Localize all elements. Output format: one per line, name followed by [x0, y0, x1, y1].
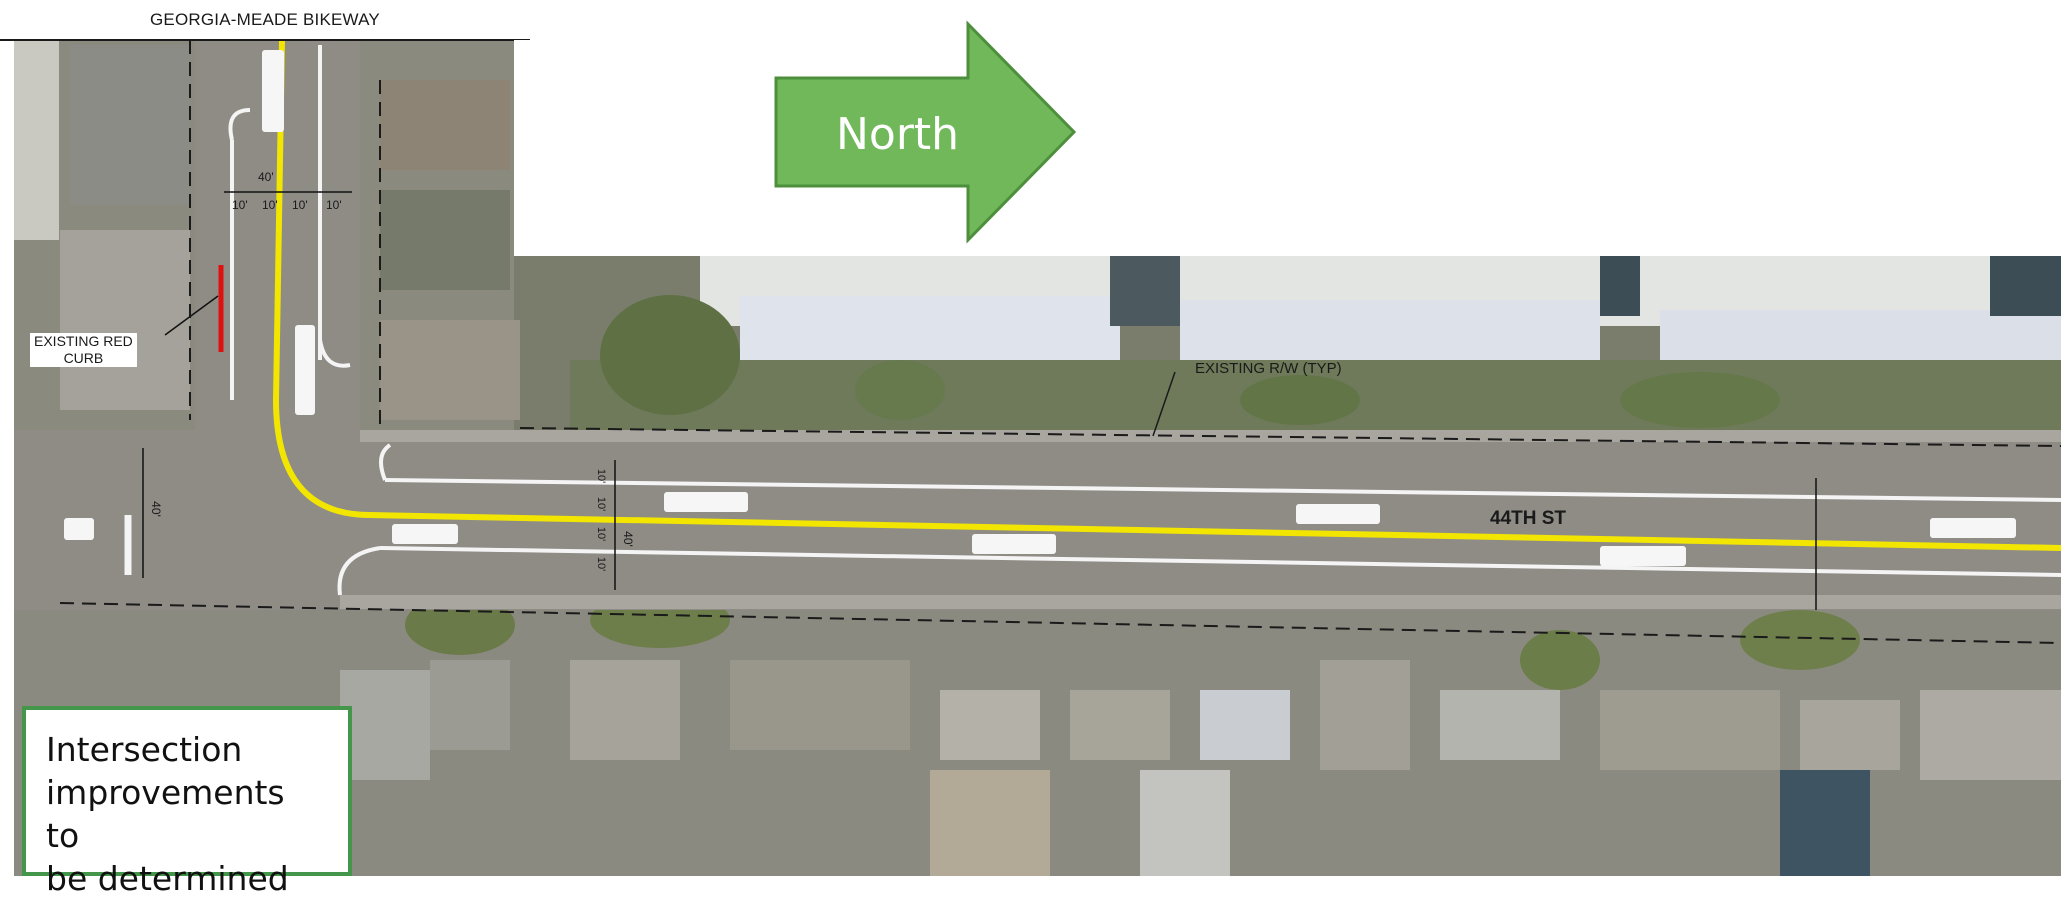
north-arrow-label: North [836, 109, 960, 160]
pavement-arrows [64, 50, 2016, 566]
building-dark-2 [1600, 256, 1640, 316]
building-w6 [380, 190, 510, 290]
tree-s4 [1740, 610, 1860, 670]
sidewalk-south [340, 595, 2061, 609]
building-w5 [380, 320, 520, 420]
house-1 [340, 670, 430, 780]
dim-street-lane-1: 10' [595, 468, 608, 484]
curve-se [337, 546, 381, 596]
tree-4 [1620, 372, 1780, 428]
row-label: EXISTING R/W (TYP) [1195, 360, 1342, 377]
note-box: Intersection improvements to be determin… [22, 706, 352, 898]
plan-view: GEORGIA-MEADE BIKEWAY EXISTING RED CURB … [0, 10, 2061, 898]
house-5 [940, 690, 1040, 760]
red-curb-leader [164, 295, 219, 336]
red-curb-label-line2: CURB [63, 350, 104, 366]
note-text: Intersection improvements to be determin… [46, 728, 328, 900]
north-arrow-icon [774, 20, 1077, 244]
aerial-plan-svg [0, 20, 2061, 876]
building-w2 [70, 45, 190, 205]
building-dark-3 [1990, 256, 2061, 316]
dim-cross-lane-4: 10' [326, 198, 342, 212]
centerline [272, 39, 2061, 551]
house-2 [430, 660, 510, 750]
tree-s3 [1520, 630, 1600, 690]
bikeway-label: GEORGIA-MEADE BIKEWAY [150, 10, 380, 29]
dim-cross-lane-1: 10' [232, 198, 248, 212]
curve-nw [228, 108, 251, 141]
dim-cross-lane-3: 10' [292, 198, 308, 212]
building-dark-1 [1110, 256, 1180, 326]
tree-1 [600, 295, 740, 415]
house-10 [1600, 690, 1780, 770]
edge-line-south [379, 546, 2061, 577]
house-12 [1920, 690, 2061, 780]
note-line-1: Intersection [46, 730, 243, 769]
curve-east [318, 339, 351, 368]
street-label: 44TH ST [1490, 508, 1567, 529]
building-w4 [380, 80, 510, 170]
plan-blank [514, 40, 2061, 254]
edge-line-north [384, 478, 2061, 502]
dim-street-lane-4: 10' [595, 556, 608, 572]
row-leader [1152, 371, 1176, 437]
note-line-2: improvements to [46, 773, 285, 855]
dim-west-total: 40' [148, 501, 163, 517]
dim-cross-lane-2: 10' [262, 198, 278, 212]
curve-ne [379, 443, 392, 481]
house-13 [1140, 770, 1230, 876]
house-7 [1200, 690, 1290, 760]
red-curb-label: EXISTING RED CURB [30, 333, 137, 367]
house-8 [1320, 660, 1410, 770]
house-11 [1800, 700, 1900, 770]
row-line-north [519, 427, 2061, 447]
building-w1 [14, 40, 59, 240]
house-6 [1070, 690, 1170, 760]
note-line-3: be determined [46, 859, 289, 898]
dim-cross-total: 40' [258, 170, 274, 184]
row-line-south [59, 602, 2061, 644]
house-4 [730, 660, 910, 750]
road-44th [14, 430, 2061, 610]
house-14 [930, 770, 1050, 876]
tree-2 [855, 360, 945, 420]
dim-street-lane-3: 10' [595, 526, 608, 542]
dim-street-lane-2: 10' [595, 496, 608, 512]
dim-street-total: 40' [620, 531, 635, 547]
house-3 [570, 660, 680, 760]
pool-dark [1780, 770, 1870, 876]
tree-3 [1240, 375, 1360, 425]
red-curb-label-line1: EXISTING RED [34, 333, 133, 349]
house-9 [1440, 690, 1560, 760]
building-w3 [60, 230, 190, 410]
